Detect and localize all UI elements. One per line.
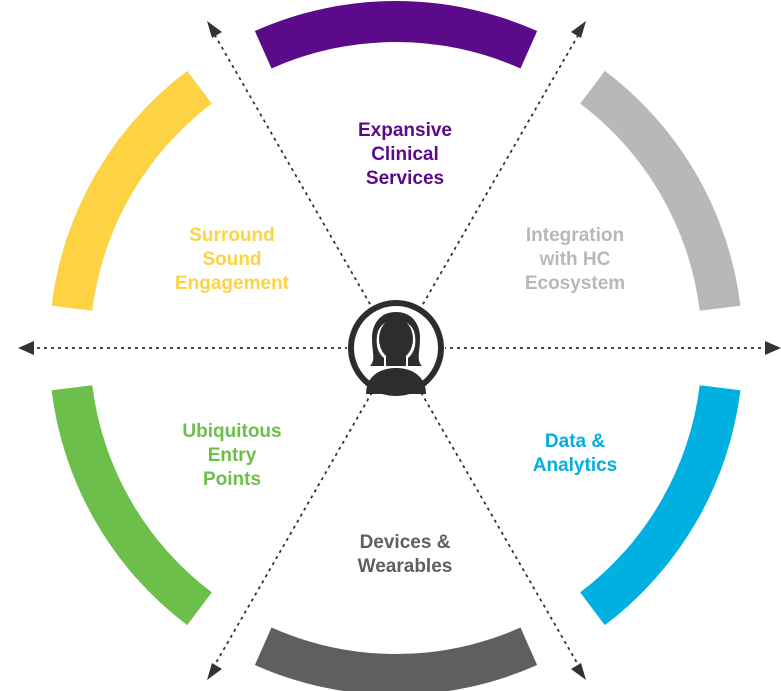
arc-integration <box>580 70 741 311</box>
arrowhead-bottom-right <box>571 663 586 680</box>
arrowheads <box>18 21 781 680</box>
arrowhead-bottom-left <box>207 663 222 680</box>
arc-data <box>580 385 741 626</box>
label-ubiquitous-entry-points: Ubiquitous Entry Points <box>182 421 282 490</box>
arc-ubiquitous <box>51 385 212 626</box>
arc-surround <box>51 70 212 311</box>
label-surround-sound-engagement: Surround Sound Engagement <box>174 225 290 294</box>
spoke-lines <box>30 31 770 669</box>
arc-clinical <box>254 0 538 69</box>
spoke-diagonal-up-right <box>212 31 581 669</box>
arrowhead-right <box>765 341 781 355</box>
arc-devices <box>254 627 538 691</box>
arrowhead-left <box>18 341 34 355</box>
label-expansive-clinical-services: Expansive Clinical Services <box>358 120 452 189</box>
arrowhead-top-left <box>207 21 222 38</box>
arrowhead-top-right <box>571 21 586 38</box>
center-person-badge <box>347 299 445 397</box>
label-data-and-analytics: Data & Analytics <box>532 431 618 476</box>
spoke-diagonal-up-left <box>212 31 581 669</box>
label-devices-and-wearables: Devices & Wearables <box>357 532 453 577</box>
person-icon <box>366 312 426 394</box>
label-integration-with-hc-ecosystem: Integration with HC Ecosystem <box>524 225 626 294</box>
ring-segments <box>51 0 741 691</box>
